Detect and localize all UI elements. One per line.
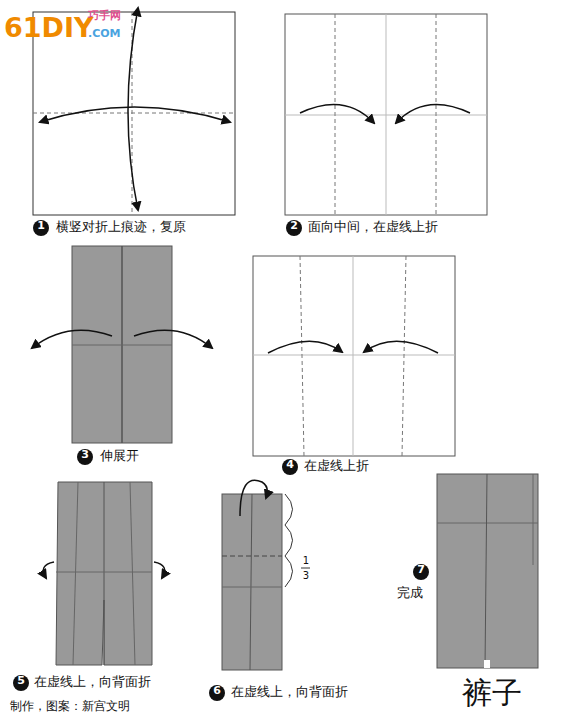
step6-pants <box>222 480 310 670</box>
step-number: 1 <box>33 220 49 233</box>
fraction-part: 3 <box>300 570 312 582</box>
step-caption: 完成 <box>397 586 423 601</box>
diagram-title: 裤子 <box>462 676 522 711</box>
step-number: 5 <box>13 675 29 688</box>
step-number: 2 <box>286 220 302 233</box>
step5-pants <box>43 482 164 665</box>
step-number-discs <box>13 220 429 701</box>
step-caption: 在虚线上，向背面折 <box>34 675 151 690</box>
step-caption: 面向中间，在虚线上折 <box>308 220 438 235</box>
step3-folded <box>32 246 212 443</box>
step-number: 6 <box>209 685 225 698</box>
step4-square <box>253 256 455 456</box>
step2-square <box>285 14 487 215</box>
step7-pants <box>437 474 538 668</box>
step-number: 4 <box>282 459 298 472</box>
credit-note: 制作，图案：新宫文明 <box>10 700 130 714</box>
step-caption: 伸展开 <box>100 449 139 464</box>
fraction-part: 1 <box>300 555 312 567</box>
step-caption: 在虚线上折 <box>304 459 369 474</box>
logo-sub: 巧手网 <box>88 10 121 23</box>
step-number: 7 <box>413 564 429 577</box>
step-number: 3 <box>77 449 93 462</box>
step-caption: 在虚线上，向背面折 <box>231 685 348 700</box>
logo: 61DIY <box>4 12 94 43</box>
logo-sub: .COM <box>88 28 121 41</box>
step-caption: 横竖对折上痕迹，复原 <box>56 220 186 235</box>
